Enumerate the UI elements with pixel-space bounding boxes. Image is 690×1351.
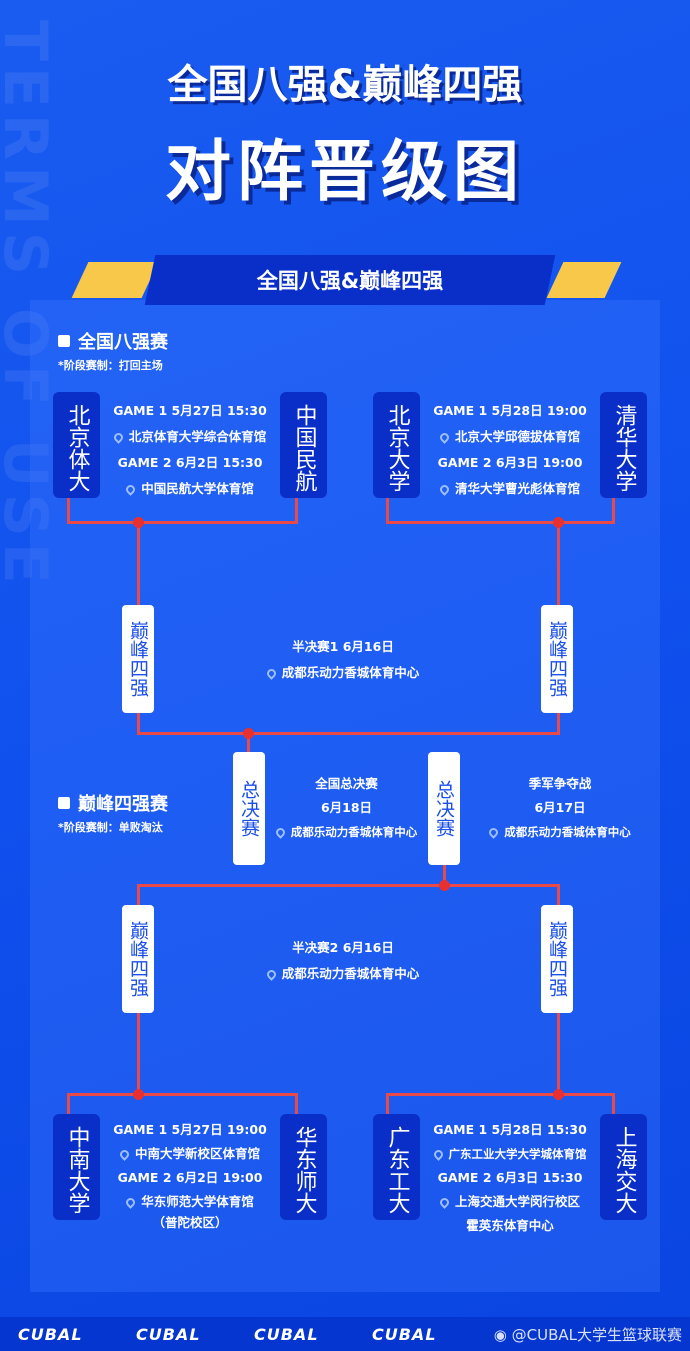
game2-venue-detail: （普陀校区） <box>152 1215 228 1230</box>
final-badge: 总决赛 <box>233 752 265 865</box>
location-pin-icon <box>431 1148 445 1161</box>
title-line1: 全国八强&巅峰四强 <box>167 62 523 108</box>
game2-venue: 华东师范大学体育馆 <box>141 1194 254 1209</box>
team-central-south: 中南大学 <box>53 1114 100 1220</box>
location-pin-icon <box>264 667 278 680</box>
cubal-logo: CUBAL <box>18 1325 83 1344</box>
match-info: GAME 1 5月28日 15:30 广东工业大学大学城体育馆 GAME 2 6… <box>418 1118 602 1238</box>
final4-section-title: 巅峰四强赛 <box>58 790 168 816</box>
team-peking-university: 北京大学 <box>373 392 420 498</box>
weibo-watermark: ◉ @CUBAL大学生篮球联赛 <box>494 1324 682 1345</box>
badge-label: 总决赛 <box>433 780 455 837</box>
badge-label: 巅峰四强 <box>546 921 568 997</box>
location-pin-icon <box>273 826 287 839</box>
game2-time: GAME 2 6月2日 19:00 <box>117 1170 263 1185</box>
final-date: 6月18日 <box>320 800 373 815</box>
team-beijing-sport: 北京体大 <box>53 392 100 498</box>
background-watermark-text: TERMS OF USE <box>0 20 60 590</box>
location-pin-icon <box>438 483 451 496</box>
game1-time: GAME 1 5月28日 15:30 <box>433 1122 587 1137</box>
third-place-badge: 总决赛 <box>428 752 460 865</box>
bracket-panel <box>30 300 660 1292</box>
match-info: GAME 1 5月28日 19:00 北京大学邱德拔体育馆 GAME 2 6月3… <box>420 398 600 502</box>
quarter-note: *阶段赛制：打回主场 <box>58 359 163 372</box>
badge-label: 巅峰四强 <box>127 621 149 697</box>
game2-time: GAME 2 6月2日 15:30 <box>117 455 263 470</box>
game2-time: GAME 2 6月3日 15:30 <box>437 1170 583 1185</box>
location-pin-icon <box>264 968 278 981</box>
location-pin-icon <box>438 1196 451 1209</box>
square-bullet-icon <box>58 797 70 809</box>
location-pin-icon <box>438 431 451 444</box>
semi1-label: 半决赛1 6月16日 <box>292 639 394 654</box>
square-bullet-icon <box>58 335 70 347</box>
third-date: 6月17日 <box>534 800 586 815</box>
section-label: 全国八强赛 <box>78 332 168 353</box>
game1-venue: 北京体育大学综合体育馆 <box>128 429 267 444</box>
semi2-info: 半决赛2 6月16日 成都乐动力香城体育中心 <box>193 935 493 987</box>
match-info: GAME 1 5月27日 15:30 北京体育大学综合体育馆 GAME 2 6月… <box>100 398 280 502</box>
final-info: 全国总决赛 6月18日 成都乐动力香城体育中心 <box>265 772 428 844</box>
team-tsinghua: 清华大学 <box>600 392 647 498</box>
location-pin-icon <box>124 1196 138 1209</box>
game2-venue-detail: 霍英东体育中心 <box>466 1218 554 1233</box>
location-pin-icon <box>111 431 125 444</box>
location-pin-icon <box>124 483 138 496</box>
final4-badge: 巅峰四强 <box>541 905 573 1013</box>
banner-accent-left <box>71 262 159 298</box>
match-info: GAME 1 5月27日 19:00 中南大学新校区体育馆 GAME 2 6月2… <box>100 1118 280 1232</box>
quarter-section-title: 全国八强赛 <box>58 328 168 354</box>
weibo-icon: ◉ <box>493 1326 512 1344</box>
game1-time: GAME 1 5月28日 19:00 <box>433 403 587 418</box>
semi2-venue: 成都乐动力香城体育中心 <box>281 966 420 981</box>
badge-label: 巅峰四强 <box>546 621 568 697</box>
semi1-venue: 成都乐动力香城体育中心 <box>281 665 420 680</box>
game1-venue: 北京大学邱德拔体育馆 <box>454 429 580 444</box>
game1-time: GAME 1 5月27日 19:00 <box>113 1122 267 1137</box>
team-east-china-normal: 华东师大 <box>280 1114 327 1220</box>
semi1-info: 半决赛1 6月16日 成都乐动力香城体育中心 <box>193 634 493 686</box>
game2-venue: 中国民航大学体育馆 <box>141 481 254 496</box>
game1-time: GAME 1 5月27日 15:30 <box>113 403 267 418</box>
game2-time: GAME 2 6月3日 19:00 <box>437 455 583 470</box>
game1-venue: 广东工业大学大学城体育馆 <box>448 1147 587 1161</box>
team-civil-aviation: 中国民航 <box>280 392 327 498</box>
third-label: 季军争夺战 <box>528 776 592 791</box>
badge-label: 总决赛 <box>238 780 260 837</box>
cubal-logo: CUBAL <box>136 1325 201 1344</box>
footer: CUBAL CUBAL CUBAL CUBAL ◉ @CUBAL大学生篮球联赛 <box>0 1317 690 1351</box>
third-place-info: 季军争夺战 6月17日 成都乐动力香城体育中心 <box>465 772 655 844</box>
game2-venue: 上海交通大学闵行校区 <box>454 1194 580 1209</box>
cubal-logo: CUBAL <box>372 1325 437 1344</box>
badge-label: 巅峰四强 <box>127 921 149 997</box>
watermark-text: @CUBAL大学生篮球联赛 <box>511 1326 682 1344</box>
final-venue: 成都乐动力香城体育中心 <box>290 825 418 839</box>
location-pin-icon <box>118 1148 131 1161</box>
game2-venue: 清华大学曹光彪体育馆 <box>454 481 580 496</box>
team-guangdong-tech: 广东工大 <box>373 1114 420 1220</box>
section-label: 巅峰四强赛 <box>78 794 168 815</box>
final4-badge: 巅峰四强 <box>541 605 573 713</box>
third-venue: 成都乐动力香城体育中心 <box>504 825 631 839</box>
game1-venue: 中南大学新校区体育馆 <box>134 1146 260 1161</box>
cubal-logo: CUBAL <box>254 1325 319 1344</box>
team-shanghai-jiaotong: 上海交大 <box>600 1114 647 1220</box>
semi2-label: 半决赛2 6月16日 <box>292 940 394 955</box>
final4-badge: 巅峰四强 <box>122 905 154 1013</box>
final-label: 全国总决赛 <box>315 776 378 791</box>
location-pin-icon <box>487 826 501 839</box>
final4-note: *阶段赛制：单败淘汰 <box>58 821 163 834</box>
banner-accent-right <box>546 262 622 298</box>
banner-title: 全国八强&巅峰四强 <box>256 269 444 293</box>
title-line2: 对阵晋级图 <box>165 133 525 210</box>
final4-badge: 巅峰四强 <box>122 605 154 713</box>
